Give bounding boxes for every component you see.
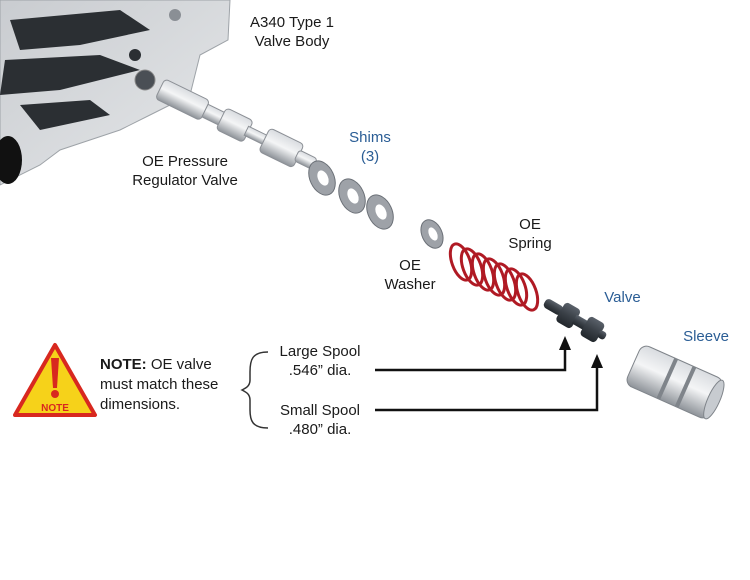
label-line: Spring [508, 235, 552, 252]
shim [338, 178, 366, 214]
valve-body-image [0, 0, 231, 186]
large-spool-value: .546” dia. [288, 362, 352, 379]
pressure-regulator-label: OE Pressure Regulator Valve [120, 152, 250, 190]
small-spool-name: Small Spool [279, 402, 361, 419]
shim [308, 160, 336, 196]
note-warning-icon: NOTE [13, 343, 97, 417]
note-line-1-text: OE valve [146, 356, 212, 373]
large-spool-label: Large Spool .546” dia. [270, 342, 370, 380]
small-spool-label: Small Spool .480” dia. [270, 401, 370, 439]
label-line: Shims [349, 129, 391, 146]
label-line: OE Pressure [142, 153, 228, 170]
sleeve-image [626, 345, 725, 420]
valve-image [543, 299, 607, 343]
washer-image [420, 219, 444, 249]
spring-label: OE Spring [500, 215, 560, 253]
large-spool-name: Large Spool [279, 343, 361, 360]
spring-image [448, 242, 540, 312]
label-line: Valve Body [254, 33, 330, 50]
sleeve-label: Sleeve [683, 328, 729, 345]
shims-image [308, 160, 394, 230]
label-line: A340 Type 1 [250, 14, 334, 31]
pressure-regulator-valve-image [156, 79, 317, 169]
small-spool-arrowhead [591, 354, 603, 368]
washer-label: OE Washer [375, 256, 445, 294]
small-spool-value: .480” dia. [288, 421, 352, 438]
valve-label: Valve [604, 289, 641, 306]
valve-body-label: A340 Type 1 Valve Body [242, 13, 342, 51]
note-text: NOTE: OE valve must match these dimensio… [100, 355, 218, 415]
shims-label: Shims (3) [340, 128, 400, 166]
dimensions-brace [240, 351, 269, 429]
note-line-2: must match these [100, 376, 219, 393]
large-spool-arrow [375, 345, 567, 372]
shim [366, 194, 394, 230]
label-line: OE [399, 257, 421, 274]
note-line-1: NOTE: OE valve [100, 355, 218, 375]
large-spool-arrowhead [559, 336, 571, 350]
note-badge-text: NOTE [41, 403, 69, 414]
label-line: Washer [384, 276, 436, 293]
note-line-3: dimensions. [100, 396, 181, 413]
label-line: OE [519, 216, 541, 233]
label-line: Regulator Valve [132, 172, 238, 189]
note-heading: NOTE: [100, 356, 147, 373]
label-line: (3) [360, 148, 380, 165]
small-spool-arrow [375, 363, 599, 412]
